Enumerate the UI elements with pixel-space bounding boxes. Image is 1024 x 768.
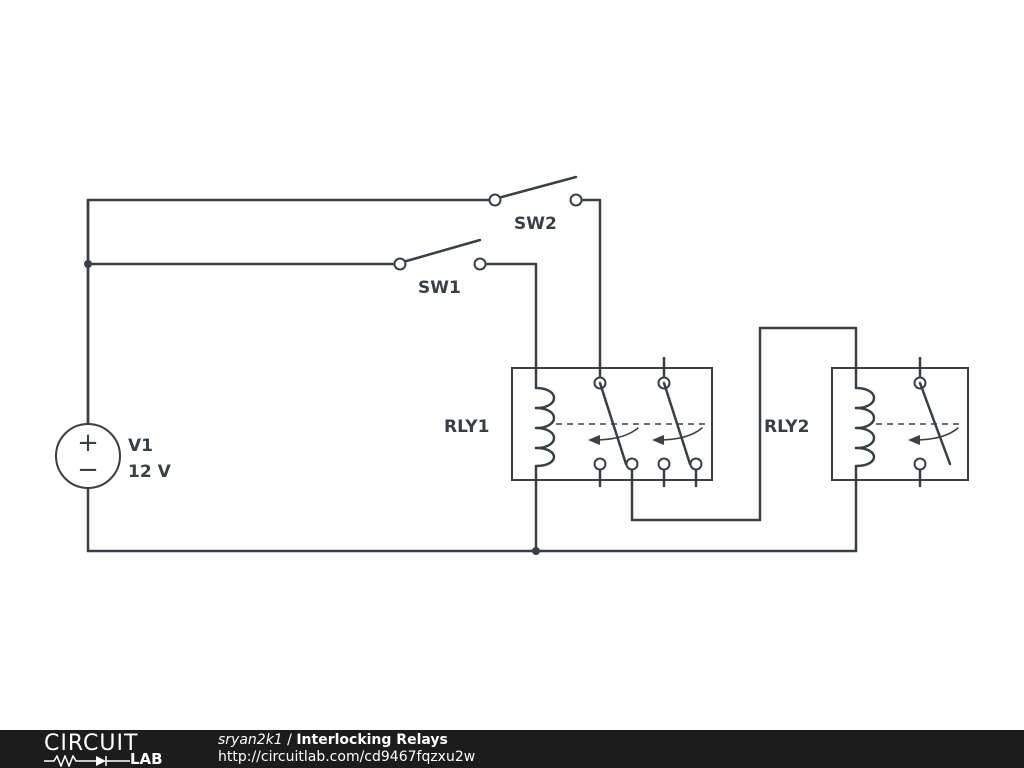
credit-separator: / [282, 732, 297, 748]
wires [86, 198, 858, 553]
rly2-throw-arrow [913, 427, 959, 441]
rly1-nc-terminal [593, 457, 607, 471]
arrowhead-icon [588, 435, 600, 445]
sw1-terminal [473, 257, 487, 271]
wire-sw1-to-rly1-coil [478, 262, 538, 370]
sw1-terminal [393, 257, 407, 271]
schematic-title: Interlocking Relays [296, 732, 448, 748]
wire-sw2-to-rly1-contact [574, 198, 602, 370]
rly2-nc-terminal [913, 457, 927, 471]
schematic-credit: sryan2k1 / Interlocking Relays http://ci… [218, 732, 475, 766]
v1-symbol [55, 423, 121, 489]
circuit-schematic: + − V1 12 V SW1 SW2 [55, 175, 969, 555]
rly2-coil [854, 366, 876, 482]
rly1-armature [598, 381, 628, 466]
relay-rly1[interactable]: RLY1 [444, 356, 713, 488]
relay-rly2[interactable]: RLY2 [764, 356, 969, 488]
circuitlab-logo[interactable]: CIRCUIT LAB [44, 733, 176, 767]
rly1-nc-terminal [657, 457, 671, 471]
junction-dot [532, 547, 540, 555]
author-link[interactable]: sryan2k1 [218, 732, 283, 748]
logo-text-lab: LAB [130, 750, 163, 768]
footer-bar: CIRCUIT LAB sryan2k1 / Interlocking Rela… [0, 730, 1024, 768]
sw2-label: SW2 [514, 214, 557, 234]
v1-value: 12 V [128, 462, 172, 482]
switch-sw1[interactable]: SW1 [393, 238, 487, 298]
logo-text-circuit: CIRCUIT [44, 731, 139, 756]
rly2-body [831, 367, 969, 481]
rly1-label: RLY1 [444, 417, 489, 437]
schematic-url[interactable]: http://circuitlab.com/cd9467fqzxu2w [218, 749, 476, 765]
sw2-terminal [488, 193, 502, 207]
sw1-blade [401, 238, 482, 264]
v1-plus-sign: + [77, 428, 99, 458]
arrowhead-icon [908, 435, 920, 445]
v1-minus-sign: − [77, 455, 99, 485]
rly1-coil [534, 366, 556, 482]
rly2-armature [918, 381, 952, 466]
voltage-source-v1[interactable]: + − V1 12 V [55, 198, 172, 489]
rly1-no-terminal [625, 457, 639, 471]
credit-line: sryan2k1 / Interlocking Relays [218, 732, 475, 749]
rly1-no-terminal [689, 457, 703, 471]
switch-sw2[interactable]: SW2 [488, 175, 583, 234]
resistor-diode-icon [44, 755, 130, 767]
wire-rly1-to-rly2-interlock [630, 326, 858, 522]
arrowhead-icon [652, 435, 664, 445]
v1-label: V1 [128, 436, 153, 456]
rly1-body [511, 367, 713, 481]
sw2-terminal [569, 193, 583, 207]
rly2-label: RLY2 [764, 417, 809, 437]
sw1-label: SW1 [418, 278, 461, 298]
rly1-armature [662, 381, 692, 466]
sw2-blade [496, 175, 578, 200]
